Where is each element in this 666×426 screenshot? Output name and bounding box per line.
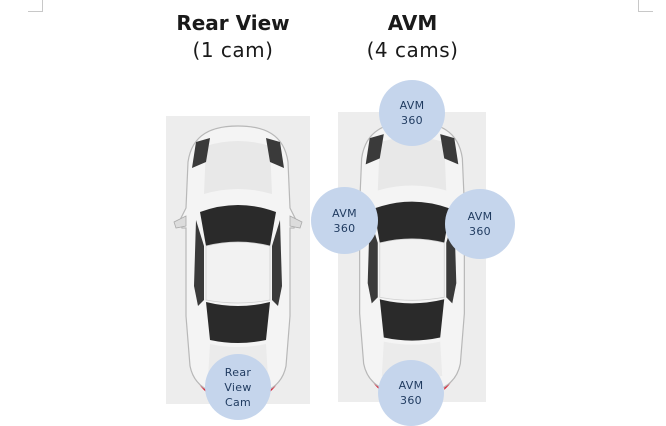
- avm-subtitle: (4 cams): [366, 38, 459, 62]
- rear-window: [206, 302, 270, 343]
- avm-right-camera-bubble: AVM 360: [445, 189, 515, 259]
- roof: [379, 238, 445, 301]
- side-window-left: [194, 220, 204, 306]
- headlight-left: [365, 134, 384, 165]
- avm-rear-camera-bubble: AVM 360: [378, 360, 444, 426]
- roof: [205, 241, 271, 304]
- side-window-right: [272, 220, 282, 306]
- headlight-left: [192, 138, 210, 168]
- headlight-right: [266, 138, 284, 168]
- car-hood: [377, 137, 447, 191]
- avm-left-camera-bubble: AVM 360: [311, 187, 378, 254]
- rear-view-title: Rear View: [176, 11, 290, 35]
- rear-window: [379, 299, 445, 341]
- rear-view-camera-bubble: Rear View Cam: [205, 354, 271, 420]
- avm-front-camera-bubble: AVM 360: [379, 80, 445, 146]
- car-top-view: [347, 121, 477, 395]
- car-hood: [204, 141, 272, 194]
- mirror-left: [173, 215, 187, 229]
- mirror-right: [289, 215, 303, 229]
- crop-mark-top-left: [28, 0, 43, 12]
- headlight-right: [440, 134, 459, 165]
- avm-title: AVM: [387, 11, 438, 35]
- avm-car-image: [347, 121, 477, 395]
- car-top-view: [173, 125, 303, 397]
- rear-view-car-image: [173, 125, 303, 397]
- rear-view-subtitle: (1 cam): [192, 38, 274, 62]
- avm-heading: AVM (4 cams): [340, 10, 485, 64]
- rear-view-heading: Rear View (1 cam): [158, 10, 308, 64]
- windshield: [200, 205, 276, 246]
- crop-mark-top-right: [638, 0, 653, 12]
- windshield: [373, 201, 451, 243]
